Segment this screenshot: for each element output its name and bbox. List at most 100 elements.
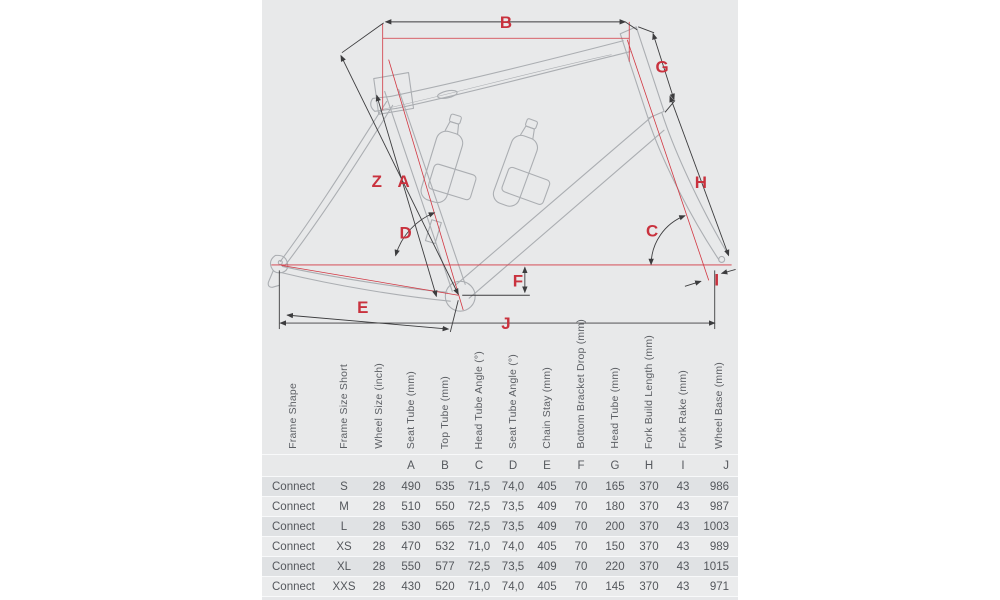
table-cell: Connect — [272, 580, 315, 593]
table-cell: 43 — [676, 580, 690, 593]
label-frame-size: Z — [372, 172, 382, 191]
table-cell: 43 — [676, 520, 690, 533]
table-cell: 535 — [435, 480, 455, 493]
table-cell: 409 — [537, 500, 557, 513]
table-cell: 370 — [639, 560, 659, 573]
table-cell: 28 — [372, 520, 386, 533]
header-cell: Frame Shape — [262, 336, 324, 454]
column-header-label: Frame Size Short — [337, 364, 350, 449]
table-cell: XL — [336, 560, 352, 573]
table-cell: 405 — [537, 580, 557, 593]
table-cell: 70 — [574, 560, 588, 573]
dim-H — [669, 95, 730, 257]
table-cell: 28 — [372, 580, 386, 593]
table-cell: 73,5 — [501, 500, 525, 513]
letter-cell: E — [543, 459, 551, 472]
table-cell: 577 — [435, 560, 455, 573]
column-header-label: Frame Shape — [286, 383, 299, 449]
table-cell: XS — [336, 540, 352, 553]
header-cell: Seat Tube Angle (°) — [496, 336, 530, 454]
table-cell: 370 — [639, 480, 659, 493]
label-head-tube-len: G — [655, 58, 668, 77]
label-fork-length: H — [695, 173, 707, 192]
table-cell: 1003 — [703, 520, 729, 533]
table-cell: 73,5 — [501, 520, 525, 533]
column-header-label: Chain Stay (mm) — [540, 367, 553, 449]
letter-cell: C — [474, 459, 484, 472]
header-cell: Fork Rake (mm) — [666, 336, 700, 454]
table-cell: 70 — [574, 480, 588, 493]
letter-cell: H — [644, 459, 654, 472]
header-cell: Seat Tube (mm) — [394, 336, 428, 454]
letter-cell: A — [407, 459, 415, 472]
table-tail — [262, 597, 738, 600]
header-cell: Head Tube Angle (°) — [462, 336, 496, 454]
table-cell: 220 — [605, 560, 625, 573]
table-cell: 520 — [435, 580, 455, 593]
dim-I — [684, 280, 702, 287]
dimension-letters: B G Z A D C H F E I J — [357, 13, 719, 333]
table-cell: 71,0 — [467, 540, 491, 553]
table-cell: L — [340, 520, 348, 533]
table-cell: 532 — [435, 540, 455, 553]
table-cell: 987 — [709, 500, 729, 513]
label-top-tube: B — [500, 13, 512, 32]
header-cell: Fork Build Length (mm) — [632, 334, 666, 454]
table-cell: 43 — [676, 500, 690, 513]
table-cell: S — [340, 480, 348, 493]
table-cell: 470 — [401, 540, 421, 553]
table-cell: 989 — [709, 540, 729, 553]
table-cell: 971 — [709, 580, 729, 593]
label-seat-tube-angle: D — [399, 224, 411, 243]
water-bottle-2 — [492, 118, 539, 207]
label-chain-stay: E — [357, 298, 368, 317]
table-cell: 150 — [605, 540, 625, 553]
column-header-label: Seat Tube (mm) — [404, 370, 417, 449]
head-tube — [619, 26, 665, 119]
table-cell: 370 — [639, 540, 659, 553]
table-cell: 70 — [574, 520, 588, 533]
header-cell: Head Tube (mm) — [598, 336, 632, 454]
column-header-label: Wheel Size (inch) — [372, 363, 385, 449]
table-cell: 430 — [401, 580, 421, 593]
column-header-label: Fork Rake (mm) — [676, 370, 689, 449]
table-cell: 28 — [372, 560, 386, 573]
table-cell: 409 — [537, 520, 557, 533]
down-tube — [454, 115, 653, 286]
column-header-label: Fork Build Length (mm) — [642, 334, 655, 449]
letter-cell: B — [441, 459, 449, 472]
top-tube — [390, 40, 624, 97]
table-cell: 73,5 — [501, 560, 525, 573]
table-cell: 200 — [605, 520, 625, 533]
header-cell: Wheel Size (inch) — [364, 336, 394, 454]
table-cell: M — [339, 500, 349, 513]
table-cell: 70 — [574, 580, 588, 593]
dim-E — [286, 312, 450, 332]
cable — [382, 54, 612, 110]
table-cell: 145 — [605, 580, 625, 593]
table-cell: XXS — [332, 580, 356, 593]
rear-dropout — [269, 254, 289, 274]
label-bb-drop: F — [513, 271, 523, 290]
table-cell: 74,0 — [501, 480, 525, 493]
letter-cell: D — [508, 459, 518, 472]
table-cell: 405 — [537, 540, 557, 553]
letter-cell: J — [723, 459, 729, 472]
table-cell: Connect — [272, 480, 315, 493]
header-cell: Top Tube (mm) — [428, 336, 462, 454]
table-cell: 530 — [401, 520, 421, 533]
table-cell: 43 — [676, 540, 690, 553]
label-seat-tube: A — [397, 172, 409, 191]
label-fork-rake: I — [714, 270, 719, 289]
table-cell: 43 — [676, 480, 690, 493]
table-cell: 510 — [401, 500, 421, 513]
table-cell: 550 — [401, 560, 421, 573]
table-cell: 72,5 — [467, 520, 491, 533]
table-cell: 370 — [639, 500, 659, 513]
letter-cell: I — [681, 459, 685, 472]
